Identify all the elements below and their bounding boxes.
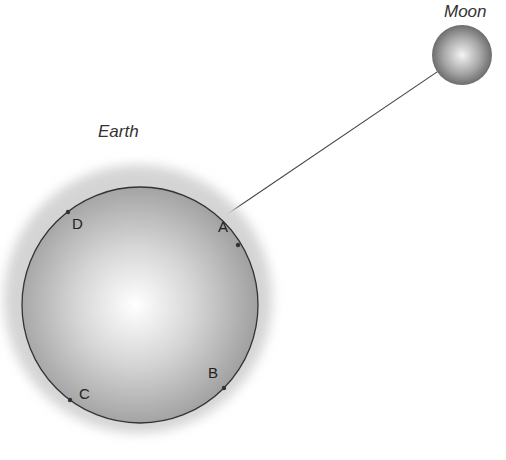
earth-circle <box>22 187 258 423</box>
point-dot <box>222 386 226 390</box>
point-label: A <box>218 219 228 236</box>
body-label: Earth <box>98 123 139 142</box>
point-dot <box>68 398 72 402</box>
moon-outline <box>432 25 492 85</box>
moon-circle <box>432 25 492 85</box>
point-label: C <box>79 386 90 403</box>
atmosphere-glow <box>4 165 272 433</box>
body-label: Moon <box>444 3 487 22</box>
point-dot <box>66 210 70 214</box>
moon-body: Moon <box>432 25 492 85</box>
point-label: B <box>208 365 218 382</box>
point-dot <box>236 243 240 247</box>
sight-line <box>220 72 437 219</box>
point-label: D <box>72 216 83 233</box>
earth-body: EarthDACB <box>22 187 258 423</box>
